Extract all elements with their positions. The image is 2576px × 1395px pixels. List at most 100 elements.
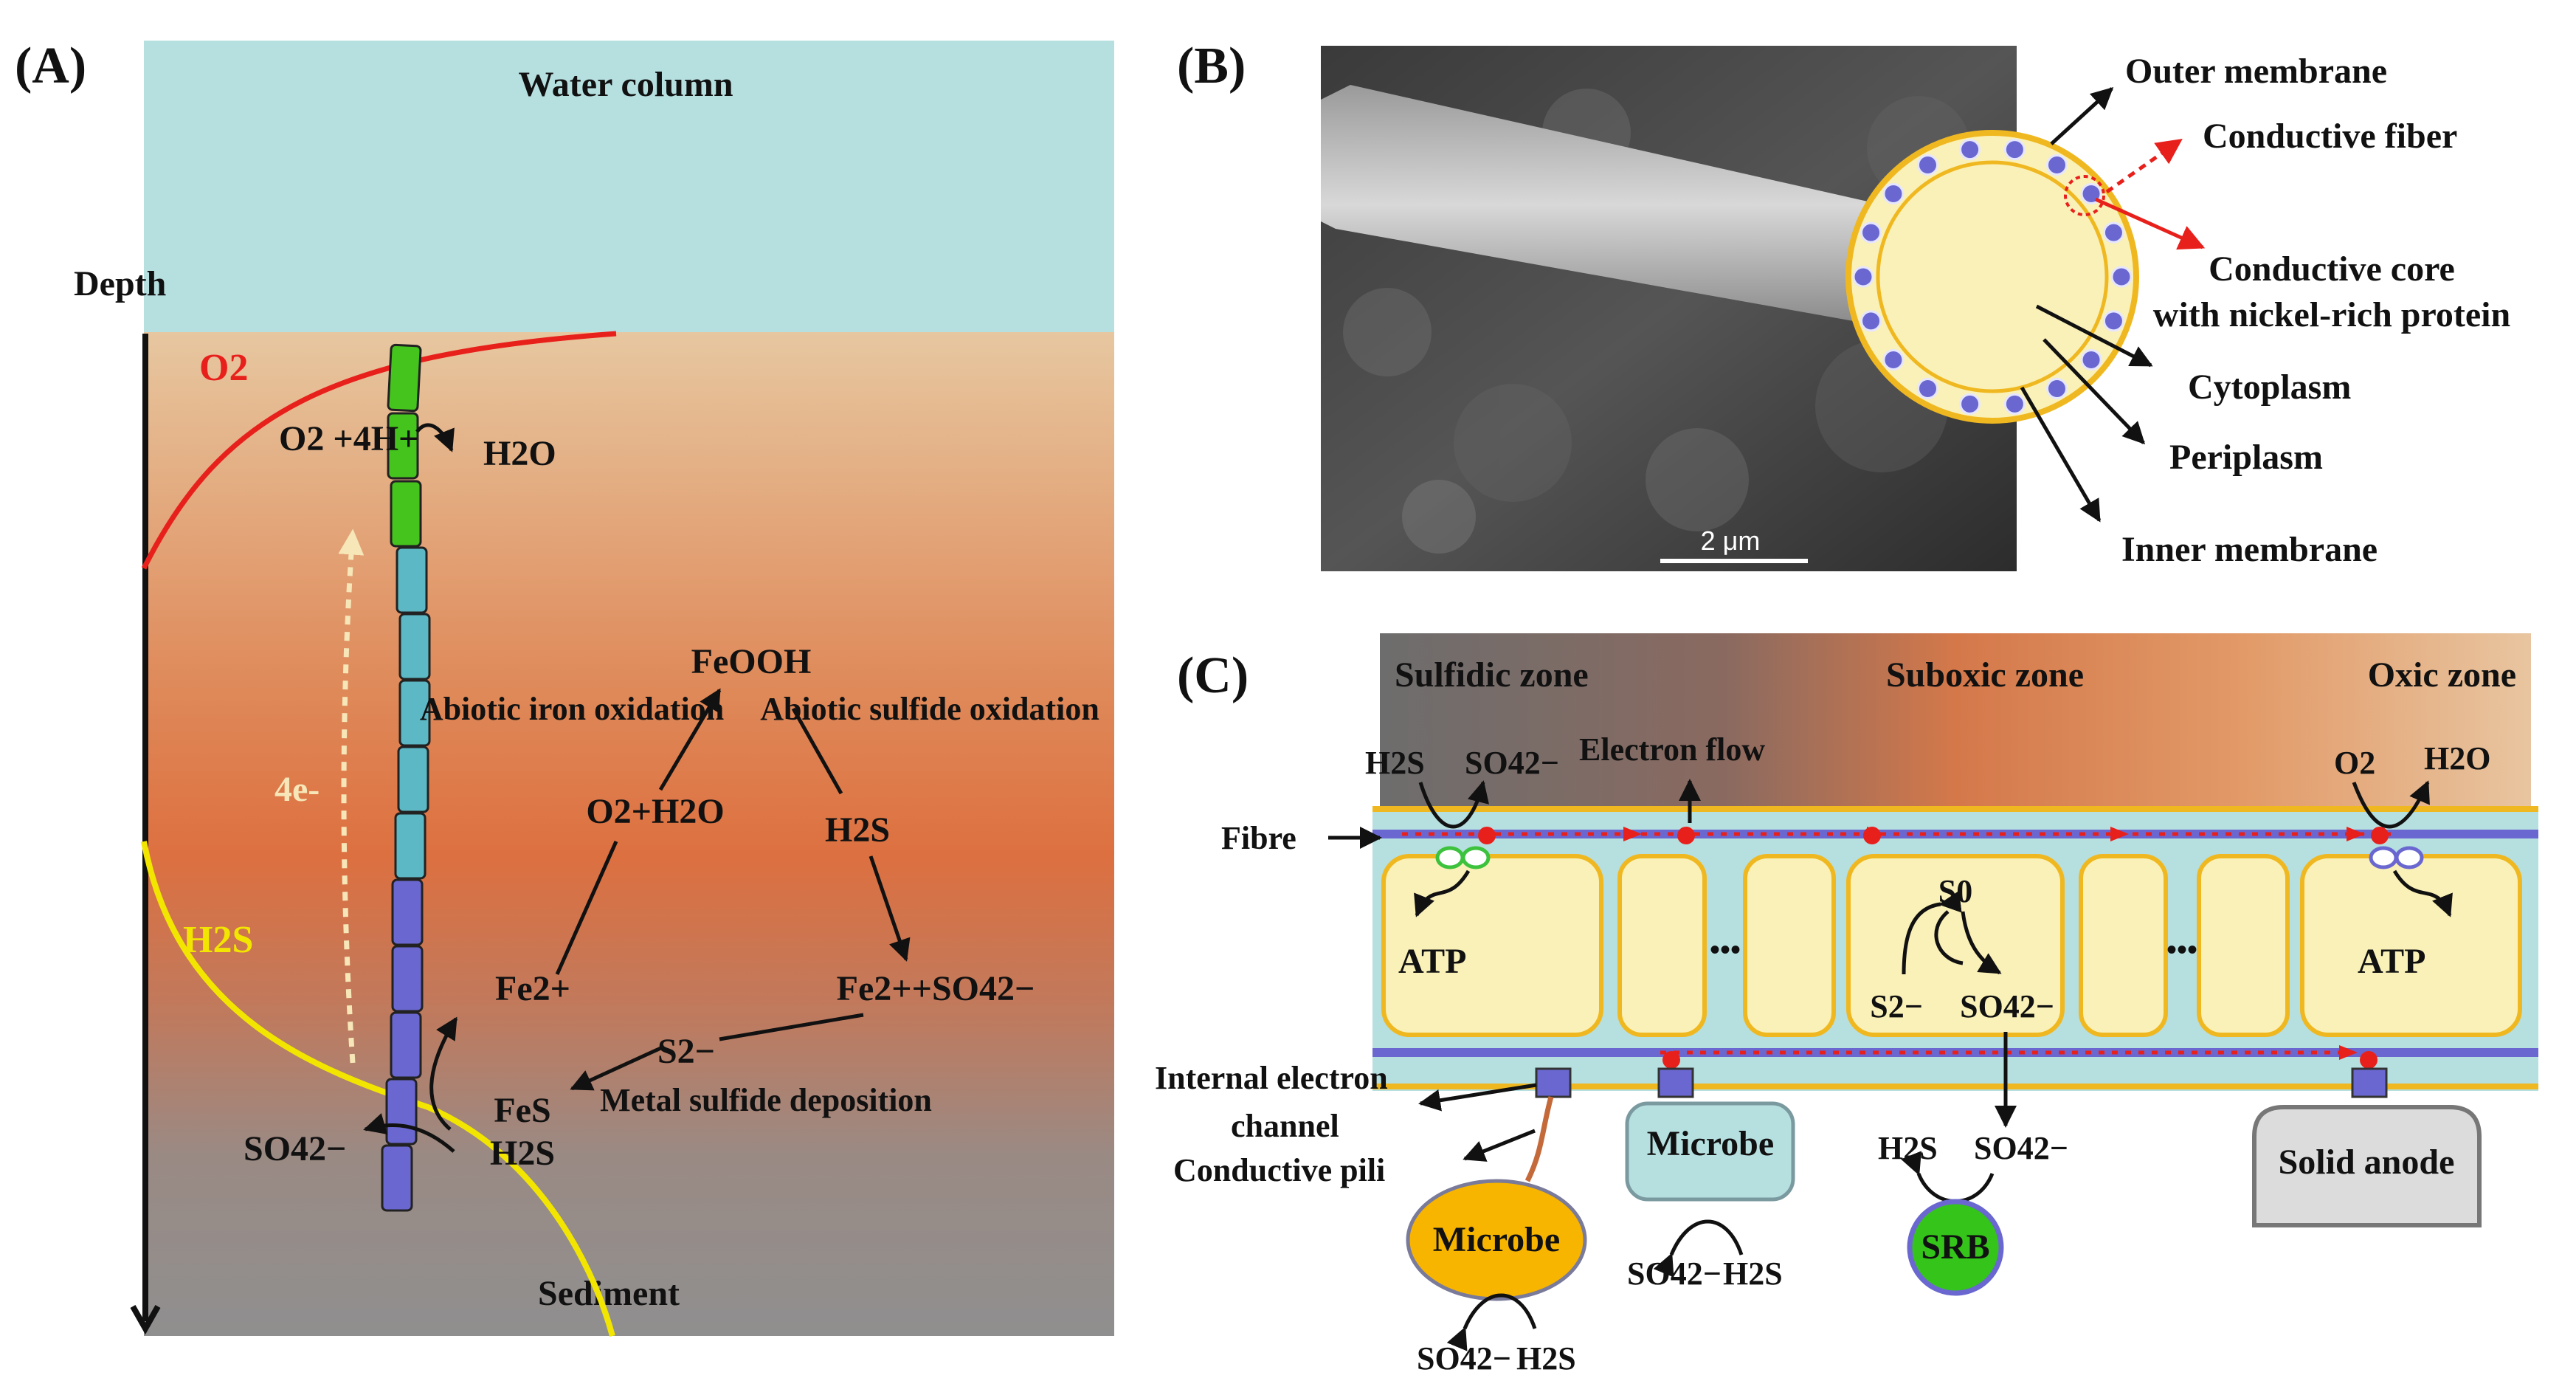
h2s-curve-label: H2S — [183, 919, 253, 961]
electron-flow-label: Electron flow — [1579, 731, 1765, 768]
h2s-top-label: H2S — [1365, 745, 1425, 781]
cable-cell — [391, 878, 424, 946]
s0-label: S0 — [1938, 873, 1972, 909]
cable-cell — [390, 1011, 422, 1079]
atp-right-arrow — [2392, 869, 2453, 917]
electron-dot — [1478, 827, 1496, 844]
top-membrane — [1372, 806, 2538, 812]
cathode-enzyme — [2394, 846, 2424, 869]
h2s-srb-label: H2S — [1878, 1130, 1938, 1166]
oxygen-profile-curve — [141, 331, 617, 570]
anode-oxidation-arrow — [1418, 780, 1489, 829]
conductive-fiber-dot — [1860, 310, 1882, 332]
panel-a-letter: (A) — [15, 38, 86, 94]
atp-right-label: ATP — [2358, 942, 2425, 981]
outer-membrane-label: Outer membrane — [2125, 52, 2387, 91]
inner-membrane-arrow — [2020, 386, 2102, 523]
microbe-orange — [1406, 1179, 1587, 1301]
fe2-label: Fe2+ — [495, 969, 570, 1008]
anode-reaction-arrow — [429, 1016, 458, 1131]
conductive-fiber-dot — [2003, 393, 2026, 415]
so4-srb-label: SO42− — [1974, 1130, 2068, 1166]
cathode-reactant-text: O2 +4H+ — [279, 419, 418, 458]
metal-sulfide-deposition-label: Metal sulfide deposition — [600, 1082, 932, 1118]
electron-transport-arrow — [338, 528, 365, 1064]
electron-dot — [1677, 827, 1695, 844]
internal-channel-label-1: Internal electron — [1155, 1060, 1388, 1096]
conductive-fiber-dot — [2102, 310, 2124, 332]
internal-channel-arrow — [1418, 1083, 1537, 1112]
flow-arrowhead — [2339, 1045, 2358, 1060]
depth-label: Depth — [74, 264, 166, 303]
conductive-fiber-dot — [2110, 266, 2133, 288]
conductive-pili-label: Conductive pili — [1173, 1152, 1385, 1188]
inner-membrane-label: Inner membrane — [2121, 530, 2378, 569]
so4-cell-label: SO42− — [1960, 988, 2054, 1024]
conductive-fiber-dot — [1959, 393, 1981, 415]
cable-cell — [398, 613, 431, 681]
ellipsis-left: ••• — [1710, 933, 1741, 966]
cable-cell — [391, 945, 424, 1013]
sediment-label: Sediment — [538, 1274, 680, 1313]
conductive-fiber-dot — [1959, 139, 1981, 161]
conductive-fiber-dot — [1882, 348, 1905, 371]
conductive-core-label-1: Conductive core — [2209, 249, 2455, 289]
cable-cell — [398, 679, 431, 747]
s2-cell-label: S2− — [1870, 988, 1923, 1024]
srb-cell — [1907, 1199, 2004, 1296]
cell-middle — [1846, 854, 2065, 1037]
sem-fiber — [1321, 85, 1874, 325]
contact-pad — [2351, 1067, 2388, 1098]
s2-label: S2− — [657, 1032, 715, 1071]
scale-bar-label: 2 μm — [1701, 526, 1761, 556]
o2-curve-label: O2 — [199, 347, 248, 389]
h2s-box-label: H2S — [1723, 1256, 1783, 1292]
so4-top-label: SO42− — [1465, 745, 1559, 781]
abiotic-iron-oxidation-label: Abiotic iron oxidation — [420, 691, 724, 727]
suboxic-zone-label: Suboxic zone — [1886, 655, 2084, 695]
panel-c-letter: (C) — [1177, 647, 1249, 704]
microbe-orange-reaction-arrow — [1446, 1293, 1537, 1351]
atp-left-label: ATP — [1398, 942, 1466, 981]
ellipsis-right: ••• — [2166, 933, 2197, 966]
cathode-reactant-label: O2 +4H+ — [279, 419, 418, 458]
cable-cell — [385, 1078, 418, 1146]
conductive-fiber-dot — [1882, 183, 1905, 205]
sulfide-oxidation-output-arrow — [363, 1113, 455, 1153]
oxic-zone-label: Oxic zone — [2368, 655, 2516, 695]
disproportionation-left — [1902, 890, 1962, 975]
cell-partial — [1617, 854, 1707, 1037]
water-column-label: Water column — [518, 65, 733, 104]
electron-dot — [2371, 827, 2389, 844]
disproportionation-stem — [1934, 910, 1964, 965]
panel-c: (C) Sulfidic zone Suboxic zone Oxic zone — [1155, 633, 2538, 1377]
fe2-so4-label: Fe2++SO42− — [837, 969, 1035, 1008]
sulfidic-zone-label: Sulfidic zone — [1395, 655, 1589, 695]
atp-left-arrow — [1414, 869, 1471, 917]
flow-arrowhead — [1623, 827, 1642, 841]
abiotic-sulfide-text: Abiotic sulfide oxidation — [760, 691, 1099, 727]
h2s-orange-label: H2S — [1516, 1340, 1576, 1377]
water-column-area — [144, 41, 1114, 332]
abiotic-sulfide-oxidation-label: Abiotic sulfide oxidation — [760, 691, 1099, 727]
top-fibre — [1372, 830, 2538, 838]
cable-cell — [390, 480, 422, 548]
sulfide-to-fe-arrow — [869, 855, 911, 962]
h2s-right-label: H2S — [825, 810, 890, 850]
conductive-fiber-dot — [1860, 221, 1882, 244]
electron-dot — [1863, 827, 1881, 844]
h2o-top-label: H2O — [2424, 740, 2490, 776]
fe2so4-to-s2-line — [719, 1013, 864, 1041]
highlighted-fiber — [2064, 175, 2105, 216]
cathode-product-label: H2O — [483, 434, 556, 473]
srb-label: SRB — [1921, 1227, 1989, 1267]
fes-label: FeS — [494, 1091, 550, 1130]
conductive-fiber-dot — [1852, 266, 1874, 288]
conductive-core-arrow — [2094, 197, 2206, 250]
so4-bottom-label: SO42− — [244, 1129, 346, 1168]
cathode-reaction-arrow — [415, 423, 455, 452]
so4-orange-label: SO42− — [1417, 1340, 1511, 1377]
contact-pad — [1657, 1067, 1694, 1098]
disproportionation-right — [1961, 911, 2002, 975]
